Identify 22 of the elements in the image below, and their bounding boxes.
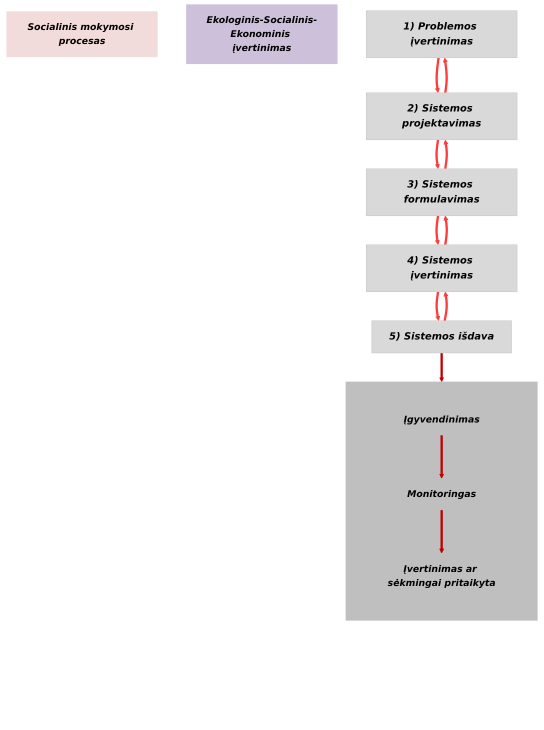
- node-box: Ekologinis-Socialinis-Ekonominis įvertinimas: [186, 4, 338, 64]
- arrow: [434, 58, 440, 94]
- node-box: 4) Sistemos įvertinimas: [366, 244, 518, 292]
- node-text: Monitoringas: [407, 488, 476, 500]
- arrow: [439, 510, 444, 554]
- arrow: [434, 216, 440, 245]
- arrow: [443, 140, 448, 169]
- arrow: [434, 140, 440, 170]
- cluster: [346, 382, 538, 621]
- node-box: 2) Sistemos projektavimas: [366, 92, 518, 140]
- arrow: [439, 435, 444, 479]
- node-text: Įgyvendinimas: [404, 414, 480, 425]
- arrow: [435, 292, 440, 321]
- node-box: 1) Problemos įvertinimas: [366, 10, 518, 58]
- node-box: 5) Sistemos išdava: [371, 320, 512, 354]
- arrow: [442, 57, 448, 93]
- node-box: Socialinis mokymosi procesas: [6, 11, 158, 58]
- arrow: [439, 352, 444, 382]
- node-box: 3) Sistemos formulavimas: [366, 168, 518, 216]
- node-text: Įvertinimas ar sėkmingai pritaikyta: [388, 563, 496, 588]
- arrow: [443, 292, 448, 321]
- arrow: [443, 216, 448, 245]
